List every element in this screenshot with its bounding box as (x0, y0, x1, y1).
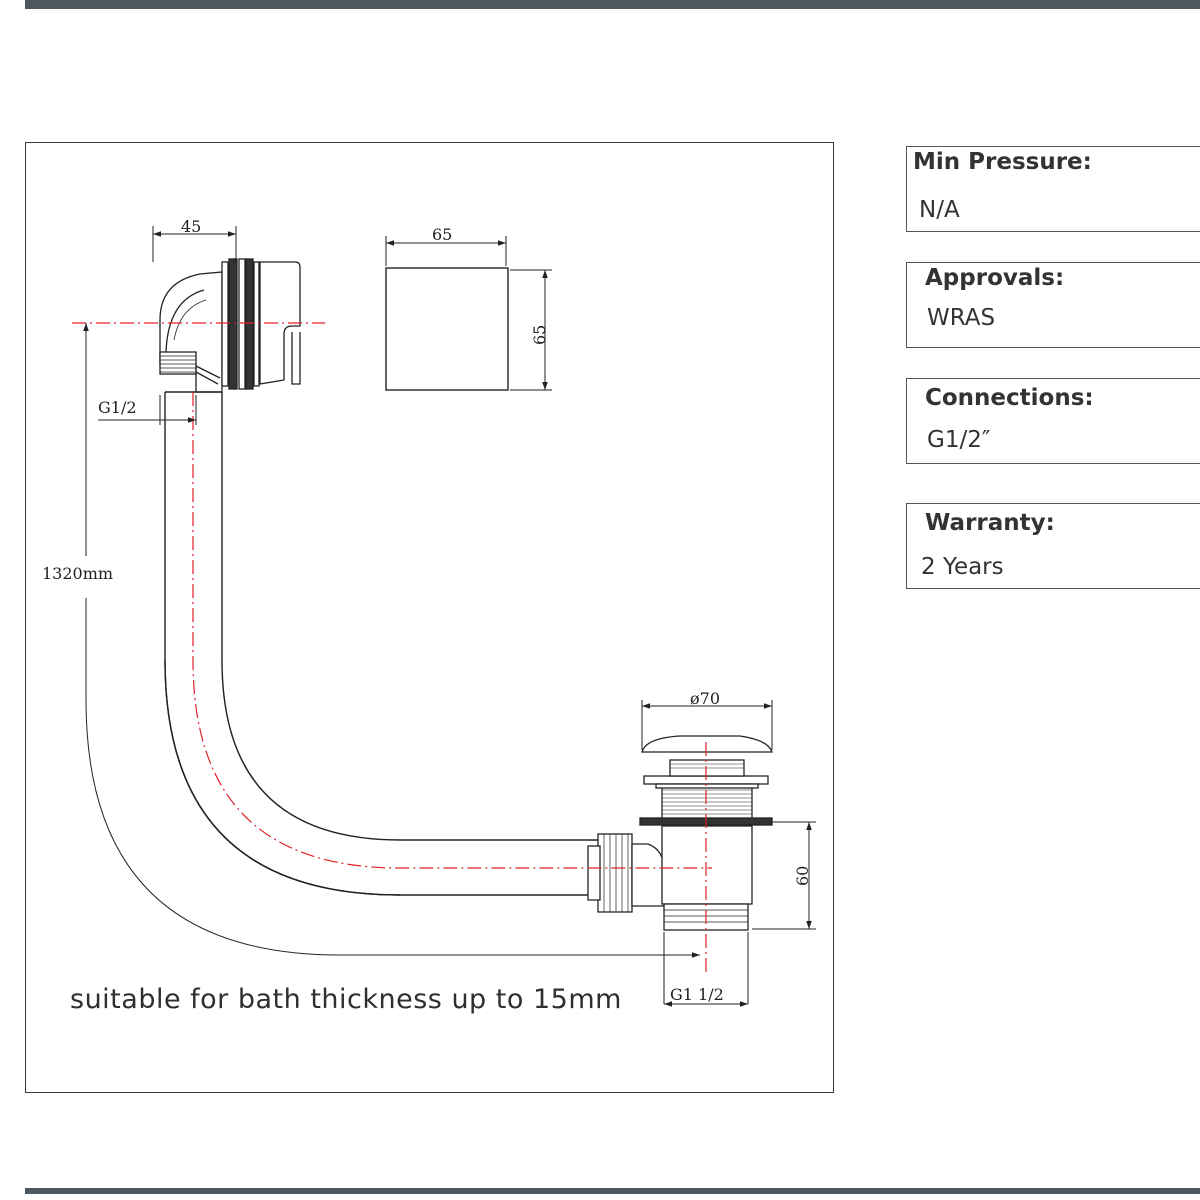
dim-cover-height: 65 (530, 325, 549, 345)
dim-cover-width: 65 (432, 225, 452, 244)
spec-value: WRAS (927, 305, 996, 331)
dim-overflow-thread: G1/2 (98, 398, 137, 417)
waste-assembly (587, 735, 773, 931)
bottom-accent-bar (25, 1188, 1200, 1194)
centerlines (72, 322, 712, 972)
spec-label: Min Pressure: (913, 149, 1092, 175)
top-accent-bar (25, 0, 1200, 9)
spec-card-approvals: Approvals: WRAS (906, 262, 1200, 348)
dim-waste-diameter: ø70 (690, 689, 720, 708)
cable-pipe (164, 391, 602, 896)
spec-label: Approvals: (925, 265, 1065, 291)
overflow-assembly (159, 258, 301, 393)
dim-overflow-width: 45 (181, 217, 201, 236)
spec-card-min-pressure: Min Pressure: N/A (906, 146, 1200, 232)
spec-value: G1/2″ (927, 427, 991, 453)
technical-drawing-frame (25, 142, 834, 1093)
spec-label: Connections: (925, 385, 1094, 411)
dim-waste-height: 60 (793, 866, 812, 886)
spec-value: 2 Years (921, 554, 1004, 580)
spec-label: Warranty: (925, 510, 1055, 536)
spec-card-connections: Connections: G1/2″ (906, 378, 1200, 464)
drawing-caption: suitable for bath thickness up to 15mm (70, 984, 622, 1015)
dim-cable-length: 1320mm (42, 564, 113, 583)
dim-waste-thread: G1 1/2 (670, 985, 724, 1004)
technical-drawing: 45 65 65 G1/2 1320mm ø70 60 G1 1/2 (42, 217, 816, 1007)
spec-card-warranty: Warranty: 2 Years (906, 503, 1200, 589)
dimension-lines (83, 226, 816, 1007)
cover-plate (385, 267, 509, 391)
spec-value: N/A (919, 197, 960, 223)
